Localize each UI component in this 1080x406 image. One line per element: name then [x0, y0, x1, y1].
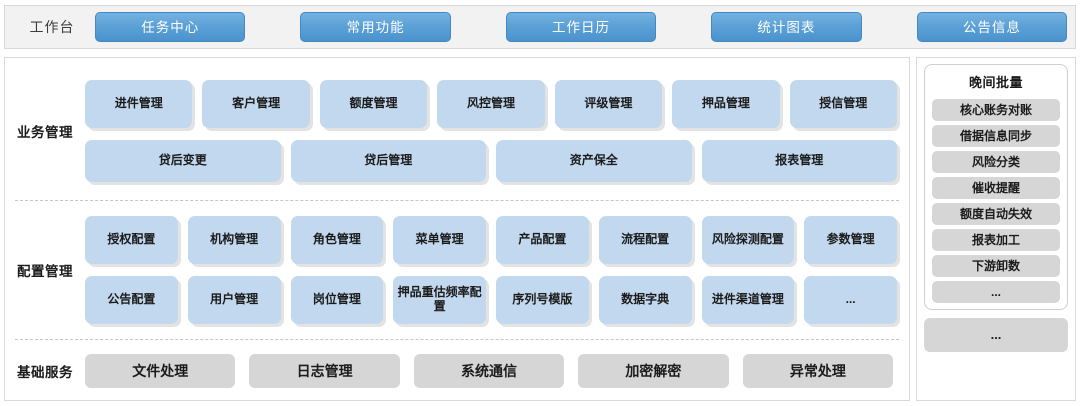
night-batch-title: 晚间批量	[968, 75, 1023, 90]
card-post-management[interactable]: 岗位管理	[290, 276, 384, 324]
section-label-business: 业务管理	[17, 125, 73, 140]
batch-item-risk-classification[interactable]: 风险分类	[932, 151, 1060, 173]
section-business-management: 业务管理 进件管理 客户管理 额度管理 风控管理 评级管理 押品管理 授信管理 …	[5, 58, 909, 200]
card-report-management[interactable]: 报表管理	[701, 140, 897, 182]
batch-item-more[interactable]: ...	[932, 281, 1060, 303]
card-post-loan-management[interactable]: 贷后管理	[290, 140, 486, 182]
tab-announcements[interactable]: 公告信息	[916, 12, 1068, 42]
configuration-row-1: 授权配置 机构管理 角色管理 菜单管理 产品配置 流程配置 风险探测配置 参数管…	[85, 216, 897, 264]
card-encryption-decryption[interactable]: 加密解密	[578, 354, 729, 388]
tab-common-functions[interactable]: 常用功能	[300, 12, 451, 42]
card-asset-preservation[interactable]: 资产保全	[496, 140, 692, 182]
tab-work-calendar[interactable]: 工作日历	[505, 12, 657, 42]
module-map-panel: 业务管理 进件管理 客户管理 额度管理 风控管理 评级管理 押品管理 授信管理 …	[4, 57, 910, 401]
batch-item-limit-auto-expiry[interactable]: 额度自动失效	[932, 203, 1060, 225]
card-credit-management[interactable]: 授信管理	[789, 80, 897, 128]
batch-item-core-account-reconciliation[interactable]: 核心账务对账	[932, 99, 1060, 121]
card-authorization-config[interactable]: 授权配置	[85, 216, 178, 264]
card-post-loan-change[interactable]: 贷后变更	[85, 140, 281, 182]
card-menu-management[interactable]: 菜单管理	[393, 216, 486, 264]
card-log-management[interactable]: 日志管理	[249, 354, 400, 388]
card-announcement-config[interactable]: 公告配置	[85, 276, 178, 324]
batch-item-collection-reminder[interactable]: 催收提醒	[932, 177, 1060, 199]
batch-item-downstream-data-unload[interactable]: 下游卸数	[932, 255, 1060, 277]
card-process-config[interactable]: 流程配置	[598, 216, 692, 264]
card-application-channel-management[interactable]: 进件渠道管理	[701, 276, 795, 324]
card-risk-control-management[interactable]: 风控管理	[437, 80, 545, 128]
night-batch-panel: 晚间批量 核心账务对账 借据信息同步 风险分类 催收提醒 额度自动失效 报表加工…	[916, 57, 1076, 401]
card-product-config[interactable]: 产品配置	[496, 216, 589, 264]
section-label-basic-services: 基础服务	[17, 365, 73, 380]
card-customer-management[interactable]: 客户管理	[202, 80, 310, 128]
card-collateral-revaluation-frequency-config[interactable]: 押品重估频率配置	[393, 276, 486, 324]
card-application-management[interactable]: 进件管理	[85, 80, 193, 128]
card-role-management[interactable]: 角色管理	[290, 216, 384, 264]
divider-business-config	[15, 200, 899, 201]
batch-item-loan-receipt-sync[interactable]: 借据信息同步	[932, 125, 1060, 147]
card-rating-management[interactable]: 评级管理	[554, 80, 663, 128]
card-limit-management[interactable]: 额度管理	[319, 80, 428, 128]
card-data-dictionary[interactable]: 数据字典	[598, 276, 692, 324]
card-exception-handling[interactable]: 异常处理	[742, 354, 894, 388]
batch-item-report-processing[interactable]: 报表加工	[932, 229, 1060, 251]
night-batch-box: 晚间批量 核心账务对账 借据信息同步 风险分类 催收提醒 额度自动失效 报表加工…	[924, 64, 1068, 310]
card-serial-number-template[interactable]: 序列号模版	[496, 276, 589, 324]
tab-task-center[interactable]: 任务中心	[95, 12, 246, 42]
business-card-rows: 进件管理 客户管理 额度管理 风控管理 评级管理 押品管理 授信管理 贷后变更 …	[85, 80, 909, 182]
right-panel-more-button[interactable]: ...	[924, 318, 1068, 352]
card-organization-management[interactable]: 机构管理	[187, 216, 281, 264]
workbench-tabs: 任务中心 常用功能 工作日历 统计图表 公告信息	[91, 12, 1068, 42]
configuration-row-2: 公告配置 用户管理 岗位管理 押品重估频率配置 序列号模版 数据字典 进件渠道管…	[85, 276, 897, 324]
basic-services-rows: 文件处理 日志管理 系统通信 加密解密 异常处理	[85, 354, 909, 388]
divider-config-base	[15, 339, 899, 340]
workbench-label: 工作台	[29, 19, 75, 35]
configuration-card-rows: 授权配置 机构管理 角色管理 菜单管理 产品配置 流程配置 风险探测配置 参数管…	[85, 216, 909, 324]
business-row-1: 进件管理 客户管理 额度管理 风控管理 评级管理 押品管理 授信管理	[85, 80, 897, 128]
card-risk-detection-config[interactable]: 风险探测配置	[701, 216, 795, 264]
card-configuration-more[interactable]: ...	[804, 276, 897, 324]
card-file-processing[interactable]: 文件处理	[85, 354, 236, 388]
section-label-configuration: 配置管理	[17, 264, 73, 279]
card-system-communication[interactable]: 系统通信	[413, 354, 565, 388]
card-user-management[interactable]: 用户管理	[187, 276, 281, 324]
workbench-toolbar: 工作台 任务中心 常用功能 工作日历 统计图表 公告信息	[4, 5, 1076, 49]
tab-statistics-chart[interactable]: 统计图表	[711, 12, 862, 42]
card-collateral-management[interactable]: 押品管理	[672, 80, 780, 128]
section-configuration-management: 配置管理 授权配置 机构管理 角色管理 菜单管理 产品配置 流程配置 风险探测配…	[5, 201, 909, 339]
section-basic-services: 基础服务 文件处理 日志管理 系统通信 加密解密 异常处理	[5, 340, 909, 402]
business-row-2: 贷后变更 贷后管理 资产保全 报表管理	[85, 140, 897, 182]
basic-services-row-1: 文件处理 日志管理 系统通信 加密解密 异常处理	[85, 354, 897, 388]
card-parameter-management[interactable]: 参数管理	[804, 216, 897, 264]
